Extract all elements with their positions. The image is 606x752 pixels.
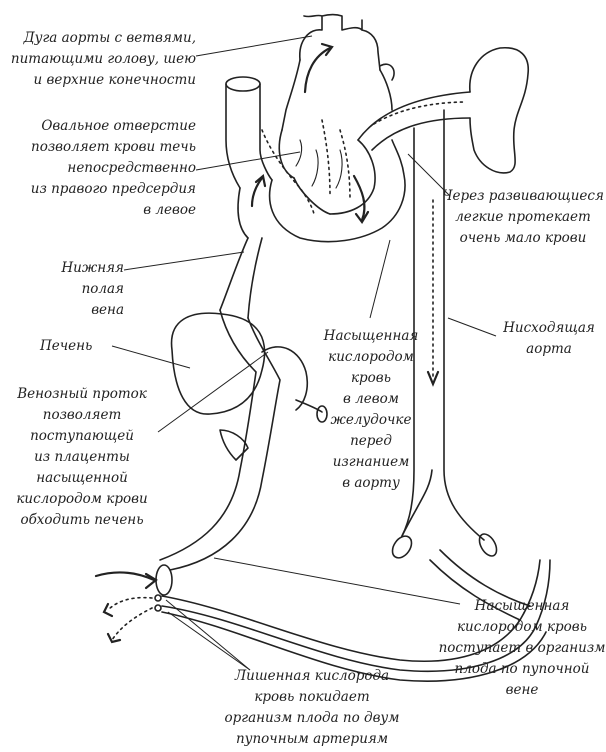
label-ductus-venosus: Венозный проток позволяет поступающей из…: [16, 386, 148, 528]
label-descending-aorta: Нисходящая аорта: [503, 320, 595, 357]
label-umbilical-vein: Насыщенная кислородом кровь поступает в …: [438, 598, 606, 698]
superior-vena-cava: [225, 76, 273, 189]
leader-lines: [111, 35, 497, 671]
umbilical-arteries: [102, 549, 551, 682]
heart: [237, 119, 406, 243]
label-inferior-vena-cava: Нижняя полая вена: [61, 260, 124, 318]
label-left-ventricle: Насыщенная кислородом кровь в левом желу…: [323, 328, 419, 491]
label-liver: Печень: [40, 338, 93, 354]
label-aortic-arch: Дуга аорты с ветвями, питающими голову, …: [10, 30, 196, 88]
label-foramen-ovale: Овальное отверстие позволяет крови течь …: [30, 118, 196, 218]
liver-shape: [170, 312, 328, 461]
inferior-vena-cava: [219, 237, 263, 319]
label-lungs: Через развивающиеся легкие протекает оче…: [442, 188, 604, 246]
pulmonary-vessels: [357, 47, 529, 174]
umbilical-vein: [94, 309, 281, 596]
label-umbilical-arteries: Лишенная кислорода кровь покидает органи…: [224, 668, 400, 747]
aortic-arch: [281, 13, 393, 131]
descending-aorta: [391, 109, 498, 559]
